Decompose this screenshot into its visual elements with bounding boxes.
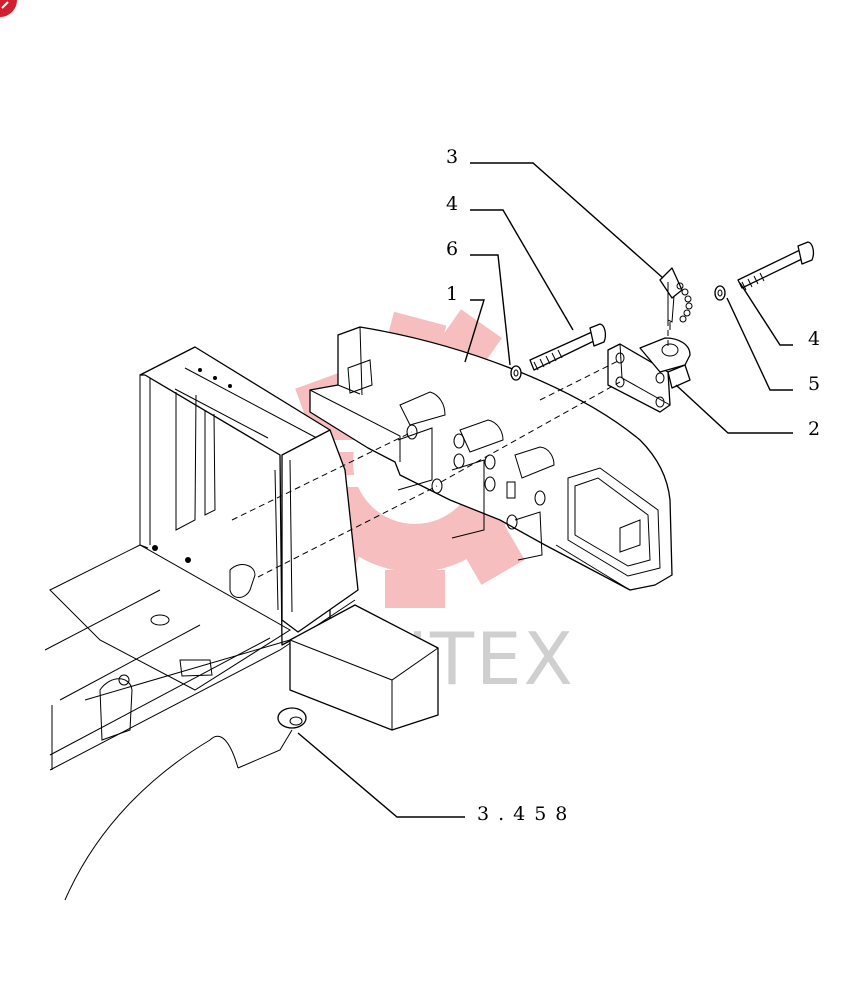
callout-6: 6 [446,238,458,260]
callout-1: 1 [446,283,458,305]
pin-drawing [659,267,693,330]
callout-2: 2 [808,418,820,440]
counterweight-drawing [309,326,673,591]
tractor-frame-drawing [44,346,439,901]
washer-right-drawing [714,285,726,301]
bracket-drawing [607,337,691,413]
callout-4-left: 4 [446,193,458,215]
reference-callout: 3.458 [477,803,576,825]
callout-4-right: 4 [808,328,820,350]
bolt-left-drawing [529,323,607,371]
bolt-right-drawing [737,241,815,291]
corner-badge-icon [0,0,17,17]
callout-5: 5 [808,373,820,395]
washer-left-drawing [510,365,522,381]
callout-3: 3 [446,146,458,168]
assembly-dashed-lines [231,320,669,578]
leader-lines [297,162,793,818]
